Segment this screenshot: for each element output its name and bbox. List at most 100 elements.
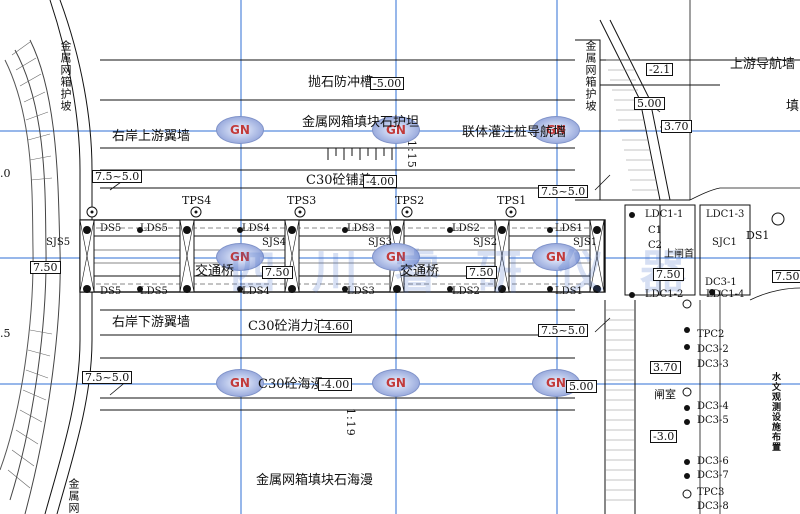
stair-hatch bbox=[605, 309, 635, 501]
ds-label: LDS5 bbox=[140, 223, 168, 234]
dc-label: DC3-4 bbox=[697, 401, 729, 412]
riprap-trench-elevation: -5.00 bbox=[370, 77, 405, 90]
sj-label: SJC1 bbox=[712, 237, 737, 248]
c30-basin-label: C30砼消力池 bbox=[248, 319, 327, 334]
ds-label-bottom: LDS4 bbox=[242, 286, 270, 297]
watermark-logo: GN bbox=[532, 243, 580, 271]
ldc-label: LDC1-3 bbox=[706, 209, 745, 220]
gate-room-label: 闸室 bbox=[654, 388, 676, 401]
elevation-mark: 7.5~5.0 bbox=[92, 170, 143, 183]
elevation-mark: 7.50 bbox=[466, 266, 497, 279]
dc-label: DC3-3 bbox=[697, 359, 729, 370]
monitor-points bbox=[83, 226, 601, 293]
dc-label: DC3-5 bbox=[697, 415, 729, 426]
elevation-mark: 7.50 bbox=[262, 266, 293, 279]
elevation-mark: -2.1 bbox=[646, 63, 674, 76]
elevation-mark: 5.00 bbox=[566, 380, 597, 393]
pier-cross-lines bbox=[79, 219, 605, 293]
dc-label: DC3-7 bbox=[697, 470, 729, 481]
elevation-mark: 5.00 bbox=[634, 97, 665, 110]
sj-label: SJS4 bbox=[262, 237, 287, 248]
watermark-logo: GN bbox=[372, 369, 420, 397]
right-upstream-wall-label: 右岸上游翼墙 bbox=[112, 129, 191, 144]
ds-label-bottom: LDS2 bbox=[452, 286, 480, 297]
right-downstream-wall-label: 右岸下游翼墙 bbox=[112, 315, 191, 330]
tpc-label: TPC2 bbox=[697, 329, 725, 340]
elevation-mark: 3.70 bbox=[650, 361, 681, 374]
elevation-mark: 7.50 bbox=[30, 261, 61, 274]
upper-gate-label: 上闸首 bbox=[664, 249, 694, 260]
left-vertical-top-label: 金属网箱护坡 bbox=[59, 40, 72, 112]
dc-label: DC3-8 bbox=[697, 501, 729, 512]
slope-lower-label: 1:19 bbox=[344, 408, 357, 437]
riprap-trench-label: 抛石防冲槽 bbox=[308, 75, 374, 90]
elevation-mark: 3.70 bbox=[661, 120, 692, 133]
ldc-label: C1 bbox=[648, 225, 663, 236]
pile-guide-wall-label: 联体灌注桩导航墙 bbox=[462, 125, 567, 140]
elevation-mark: 7.5~5.0 bbox=[82, 371, 133, 384]
ds-label-bottom: LDS5 bbox=[140, 286, 168, 297]
slope-ticks bbox=[327, 148, 393, 160]
elevation-mark: 7.50 bbox=[772, 270, 800, 283]
left-bank bbox=[0, 0, 93, 514]
traffic-bridge-label-2: 交通桥 bbox=[400, 264, 440, 279]
sj-label: SJS1 bbox=[573, 237, 598, 248]
right-vertical-label: 金属网箱护坡 bbox=[584, 40, 597, 112]
elevation-mark: .5 bbox=[0, 327, 11, 340]
traffic-bridge-label-1: 交通桥 bbox=[195, 264, 235, 279]
ds-label-bottom: LDS1 bbox=[555, 286, 583, 297]
tp-marker-dots bbox=[90, 210, 513, 214]
elevation-mark: .0 bbox=[0, 167, 11, 180]
ds-label: DS5 bbox=[100, 223, 122, 234]
c30-apron-label: C30砼海漫 bbox=[258, 377, 324, 392]
watermark-logo: GN bbox=[372, 116, 420, 144]
watermark-logo: GN bbox=[216, 116, 264, 144]
ds-label-bottom: LDS3 bbox=[347, 286, 375, 297]
ds-label: LDS2 bbox=[452, 223, 480, 234]
ds-label: DS1 bbox=[746, 229, 770, 242]
sj-label: SJS3 bbox=[368, 237, 393, 248]
sj-label: SJS2 bbox=[473, 237, 498, 248]
tp-label: TPS3 bbox=[287, 194, 317, 207]
ds-label: LDS4 bbox=[242, 223, 270, 234]
tp-label: TPS2 bbox=[395, 194, 425, 207]
sj-label: SJS5 bbox=[46, 237, 71, 248]
ds-label: LDS1 bbox=[555, 223, 583, 234]
upstream-guide-wall-label: 上游导航墙 bbox=[730, 57, 796, 72]
watermark-logo: GN bbox=[372, 243, 420, 271]
ds-label-bottom: DS5 bbox=[100, 286, 122, 297]
gabion-bank-label: 金属网箱填块石护坦 bbox=[302, 115, 420, 130]
elevation-mark: 7.50 bbox=[653, 268, 684, 281]
ldc-label: LDC1-2 bbox=[645, 289, 684, 300]
tp-label: TPS4 bbox=[182, 194, 212, 207]
c30-cover-elevation: -4.00 bbox=[363, 175, 398, 188]
dc-label: DC3-6 bbox=[697, 456, 729, 467]
tpc-label: TPC3 bbox=[697, 487, 725, 498]
tp-label: TPS1 bbox=[497, 194, 527, 207]
right-edge-char: 填 bbox=[786, 99, 800, 114]
right-dots bbox=[629, 212, 715, 479]
ds-label: LDS3 bbox=[347, 223, 375, 234]
c30-basin-elevation: -4.60 bbox=[318, 320, 353, 333]
elevation-mark: 7.5~5.0 bbox=[538, 185, 589, 198]
left-bank-hatch bbox=[7, 41, 53, 489]
dc-label: DC3-2 bbox=[697, 344, 729, 355]
dc-label: DC3-1 bbox=[705, 277, 737, 288]
elevation-mark: -3.0 bbox=[650, 430, 678, 443]
upper-stair-hatch bbox=[606, 59, 658, 191]
right-guide-structure bbox=[575, 0, 800, 514]
ldc-label: C2 bbox=[648, 240, 663, 251]
watermark-logo: GN bbox=[216, 369, 264, 397]
left-vertical-bottom-label: 金属网 bbox=[67, 478, 80, 514]
ldc-label: LDC1-4 bbox=[706, 289, 745, 300]
gabion-apron-label: 金属网箱填块石海漫 bbox=[256, 473, 374, 488]
elevation-mark: 7.5~5.0 bbox=[538, 324, 589, 337]
watermark-logo: GN bbox=[216, 243, 264, 271]
c30-apron-elevation: -4.00 bbox=[318, 378, 353, 391]
watermark-logo: GN bbox=[532, 116, 580, 144]
ldc-label: LDC1-1 bbox=[645, 209, 684, 220]
right-circles bbox=[682, 212, 785, 499]
horizontal-lines bbox=[100, 59, 800, 411]
